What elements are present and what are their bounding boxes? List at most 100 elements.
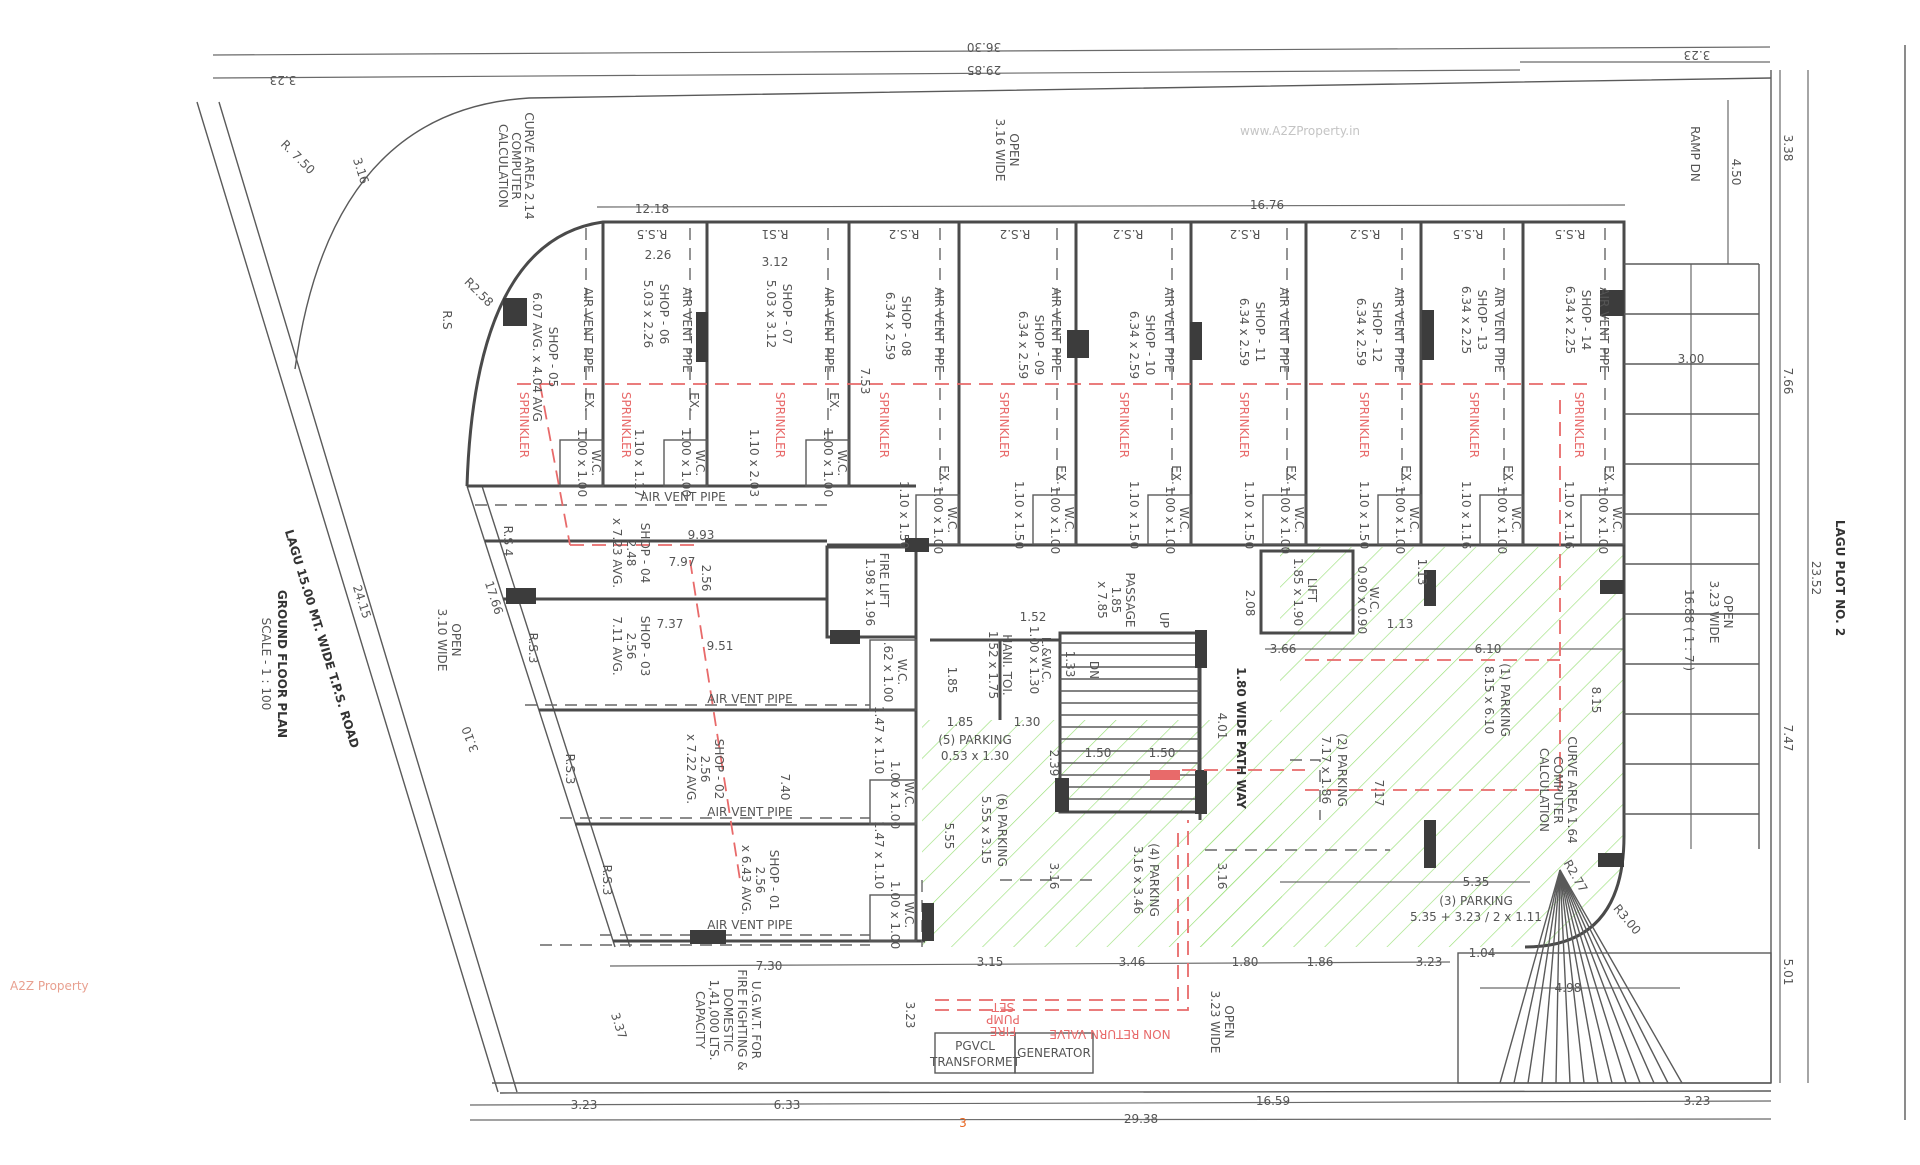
dimension-label: 7.47 (1781, 725, 1795, 752)
watermark-text: www.A2ZProperty.in (1240, 124, 1360, 138)
wc-label: W.C. (1407, 507, 1421, 534)
dimension-label: 1.33 (1063, 651, 1077, 678)
ex-label: EX. (1169, 465, 1183, 485)
shop-name: SHOP - 07 (780, 284, 794, 345)
rs-label: R.S (440, 310, 454, 329)
dimension-label: 1.13 (1415, 559, 1429, 586)
ex-label: EX. (1602, 465, 1616, 485)
dimension-label: 3.10 (459, 724, 481, 754)
dimension-label: 29.85 (967, 63, 1001, 77)
shop-size: 6.34 x 2.59 (1016, 311, 1030, 379)
shop-name: SHOP - 12 (1370, 302, 1384, 363)
open-label: OPEN (1721, 595, 1735, 628)
wc-size: 1.00 x 1.00 (1163, 486, 1177, 554)
open-label: 3.10 WIDE (435, 609, 449, 672)
shop-name: SHOP - 10 (1143, 315, 1157, 376)
dimension-label: 3.16 (350, 156, 372, 186)
dimension-label: 1.80 (1232, 955, 1259, 969)
ex-label: EX. (1501, 465, 1515, 485)
open-label: OPEN (1007, 133, 1021, 166)
dimension-label: 9.93 (688, 528, 715, 542)
watermark-logo: A2Z Property (10, 979, 89, 993)
toilet-size: 1.10 x 1.50 (897, 481, 911, 549)
shop-name: SHOP - 01 (767, 850, 781, 911)
parking-size: 0.53 x 1.30 (941, 749, 1009, 763)
ramp-curve-line (1559, 869, 1627, 1084)
parking-size: 7.17 x 1.86 (1319, 736, 1333, 804)
water-tank-note: FIRE FIGHTING & (735, 969, 749, 1070)
dimension-label: 7.97 (669, 555, 696, 569)
shop-size: 2.56 (624, 633, 638, 660)
plan-scale: SCALE - 1 : 100 (259, 618, 273, 711)
handicap-toilet-size: 1.52 x 1.75 (986, 631, 1000, 699)
wc-label: W.C. (835, 450, 849, 477)
wc-size: .62 x 1.00 (881, 642, 895, 703)
ramp-down-label: RAMP DN (1688, 126, 1702, 182)
shop-size: 6.34 x 2.25 (1459, 286, 1473, 354)
ex-label: EX. (937, 465, 951, 485)
air-vent-pipe-label: AIR VENT PIPE (1492, 287, 1506, 372)
dimension-label: 1.86 (1307, 955, 1334, 969)
dimension-label: 3.16 (1047, 863, 1061, 890)
dimension-label: 6.33 (774, 1098, 801, 1112)
transformer-label: TRANSFORMET (929, 1055, 1021, 1069)
shop-size: 2.48 (624, 540, 638, 567)
lift-size: 1.85 x 1.90 (1291, 558, 1305, 626)
parking-hatch (922, 547, 1624, 947)
rs-label: R.S.3 (526, 633, 540, 664)
rs-label: R.S 4 (501, 526, 515, 557)
path-way-label: 1.80 WIDE PATH WAY (1234, 667, 1248, 809)
parking-size: 8.15 x 6.10 (1482, 666, 1496, 734)
passage-size: 1.85 (1109, 587, 1123, 614)
dimension-label: 2.56 (699, 565, 713, 592)
toilet-size: 1.47 x 1.10 (872, 821, 886, 889)
water-tank-note: 1,41,000 LTS. (707, 979, 721, 1060)
open-label: 3.23 WIDE (1208, 991, 1222, 1054)
water-tank-note: U.G.W.T. FOR (749, 981, 763, 1059)
dimension-label: 1.52 (1020, 610, 1047, 624)
non-return-valve-label: NON RETURN VALVE (1049, 1027, 1170, 1041)
dimension-label: 3.23 (1684, 1094, 1711, 1108)
shop-size: 6.07 AVG. x 4.04 AVG (530, 292, 544, 422)
lift-label: LIFT (1305, 578, 1319, 603)
wc-label: W.C. (902, 902, 916, 929)
curve-area-note: CURVE AREA 2.14 (522, 112, 536, 219)
wc-size: 1.00 x 1.00 (1278, 486, 1292, 554)
ramp-curve-line (1559, 869, 1641, 1084)
dimension-label: 36.30 (967, 40, 1001, 54)
wc-size: 1.00 x 1.00 (575, 429, 589, 497)
shop-size: 6.34 x 2.59 (1237, 298, 1251, 366)
dimension-label: 1.85 (945, 667, 959, 694)
sprinkler-label: SPRINKLER (1467, 392, 1481, 458)
wc-label: W.C. (589, 450, 603, 477)
passage-size: x 7.85 (1095, 581, 1109, 619)
dimension-label: 1.50 (1149, 746, 1176, 760)
dimension-label: 12.18 (635, 202, 669, 216)
wc-size: 1.00 x 1.00 (821, 429, 835, 497)
dimension-label: 5.35 (1463, 875, 1490, 889)
ex-label: EX. (1284, 465, 1298, 485)
shop-name: SHOP - 14 (1579, 290, 1593, 351)
ramp-curve-line (1559, 869, 1599, 1084)
dimension-label: 1.13 (1387, 617, 1414, 631)
wc-size: 1.00 x 1.00 (679, 429, 693, 497)
open-label: 3.23 WIDE (1707, 581, 1721, 644)
road-label: LAGU 15.00 MT. WIDE T.P.S. ROAD (282, 528, 362, 750)
dimension-label: 5.55 (942, 823, 956, 850)
shop-name: SHOP - 06 (657, 284, 671, 345)
dimension-label: 3.38 (1781, 135, 1795, 162)
dimension-label: 1.50 (1085, 746, 1112, 760)
road-edge (196, 45, 1906, 1120)
dimension-label: 4.98 (1555, 981, 1582, 995)
wc-label: L.&W.C. (1039, 637, 1053, 683)
dimension-label: 2.39 (1047, 750, 1061, 777)
dimension-label: 7.17 (1372, 780, 1386, 807)
water-tank-note: CAPACITY (693, 991, 707, 1049)
dimension-label: 6.10 (1475, 642, 1502, 656)
dimension-label: 3.23 (270, 73, 297, 87)
dimension-label: 3.23 (1684, 48, 1711, 62)
shop-size: 5.03 x 3.12 (764, 280, 778, 348)
parking-label: (5) PARKING (938, 733, 1012, 747)
wc-size: 0.90 x 0.90 (1355, 566, 1369, 634)
